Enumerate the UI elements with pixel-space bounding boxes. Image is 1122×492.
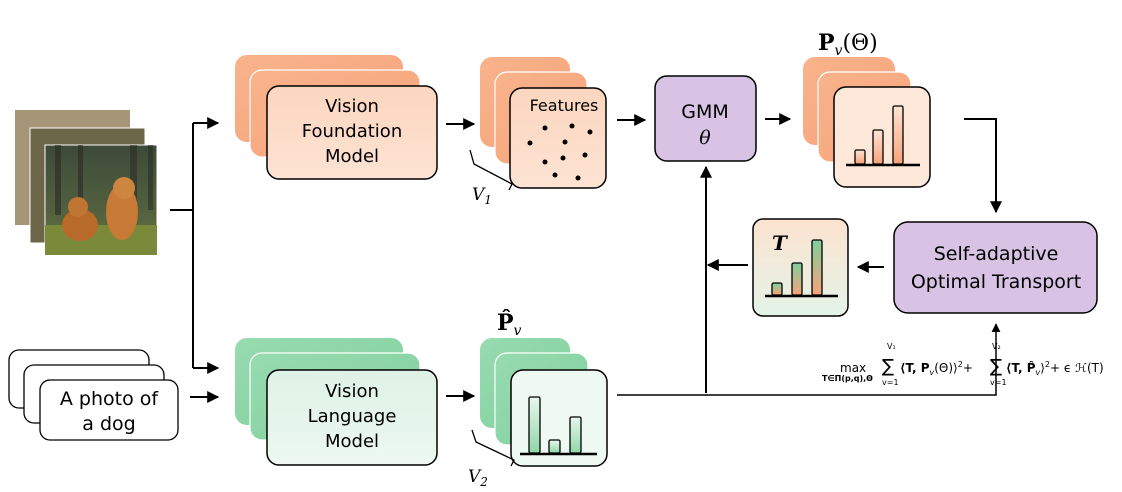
formula-sum2: ∑ xyxy=(990,356,1002,377)
pv-theta-bar-3 xyxy=(892,105,904,165)
features-stack: Features V1 xyxy=(469,57,607,207)
t-bar-1 xyxy=(771,282,783,296)
pv-theta-label: Pv(Θ) xyxy=(818,30,878,59)
v2-label: V2 xyxy=(468,467,488,489)
sot-block: Self-adaptive Optimal Transport xyxy=(893,221,1098,314)
transport-matrix-block: T xyxy=(752,218,849,317)
vlm-line-1: Vision xyxy=(325,381,379,402)
pv-hat-bars xyxy=(528,396,582,454)
photo-split-connector xyxy=(170,117,220,403)
pv-hat-bar-1 xyxy=(528,396,541,454)
gmm-label: GMM xyxy=(681,101,729,123)
sot-line-1: Self-adaptive xyxy=(934,243,1059,265)
dog-photo-stack xyxy=(15,110,158,256)
objective-formula: max T∈Π(p,q),Θ V₁ ∑ v=1 ⟨T, Pv(Θ)⟩2+ V₂ … xyxy=(822,342,1104,387)
formula-max: max xyxy=(840,361,866,375)
features-label: Features xyxy=(530,96,599,115)
formula-term2: ⟨T, P̂v⟩2+ ϵ ℋ(T) xyxy=(1006,360,1104,377)
vfm-line-2: Foundation xyxy=(302,121,402,142)
pv-hat-stack: P̂v V2 xyxy=(468,310,608,489)
sot-line-2: Optimal Transport xyxy=(911,271,1081,293)
feature-points xyxy=(527,123,593,181)
vision-language-model-block: Vision Language Model xyxy=(235,338,438,466)
vfm-line-1: Vision xyxy=(325,96,379,117)
t-label: T xyxy=(772,231,789,255)
pv-theta-stack: Pv(Θ) xyxy=(803,30,931,188)
formula-sum2-top: V₂ xyxy=(992,342,1001,351)
gmm-block: GMM θ xyxy=(654,75,757,162)
features-card xyxy=(509,87,607,189)
v1-brace xyxy=(469,149,513,191)
vfm-line-3: Model xyxy=(325,146,379,167)
t-bar-2 xyxy=(791,262,803,296)
pv-hat-label: P̂v xyxy=(497,310,522,339)
text-prompt-card xyxy=(39,379,179,441)
t-bar-3 xyxy=(811,239,823,296)
pv-hat-bar-2 xyxy=(548,439,561,454)
formula-sum1-top: V₁ xyxy=(887,342,896,351)
gmm-theta: θ xyxy=(699,127,711,149)
pv-hat-bar-3 xyxy=(569,416,582,454)
formula-constraint: T∈Π(p,q),Θ xyxy=(822,374,873,383)
formula-sum2-bottom: v=1 xyxy=(990,378,1007,387)
prompt-line-2: a dog xyxy=(82,413,135,435)
arrow-pv-to-sot xyxy=(964,118,1002,214)
arrow-pvhat-to-sot xyxy=(617,323,1001,396)
text-prompt-stack: A photo of a dog xyxy=(8,349,179,441)
formula-term1: ⟨T, Pv(Θ)⟩2+ xyxy=(900,360,973,377)
v1-label: V1 xyxy=(472,185,492,207)
pv-theta-bar-2 xyxy=(872,129,884,165)
formula-sum1-bottom: v=1 xyxy=(882,378,899,387)
formula-sum1: ∑ xyxy=(882,356,894,377)
v2-brace xyxy=(471,429,515,467)
vlm-line-2: Language xyxy=(308,406,397,427)
pv-theta-bar-1 xyxy=(854,149,866,165)
vision-foundation-model-block: Vision Foundation Model xyxy=(235,55,438,180)
vlm-line-3: Model xyxy=(325,431,379,452)
pv-theta-bars xyxy=(854,105,904,165)
prompt-line-1: A photo of xyxy=(60,388,160,410)
